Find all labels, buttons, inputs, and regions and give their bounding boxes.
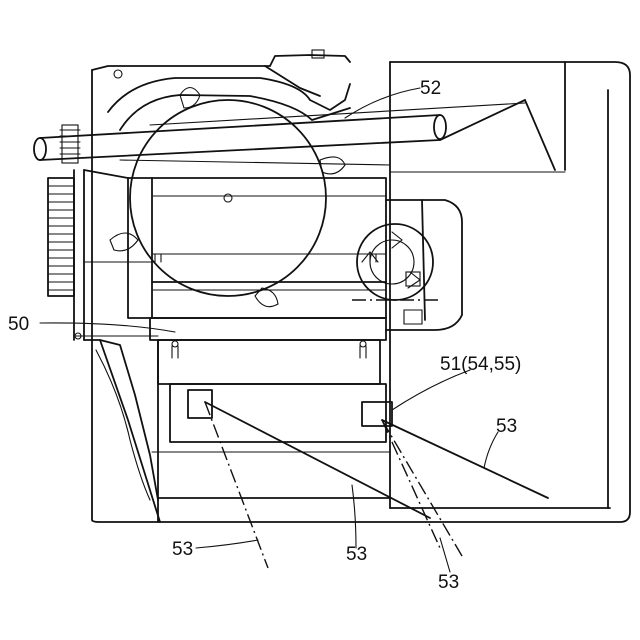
top-duct <box>108 50 350 130</box>
label-53-left: 53 <box>172 539 193 560</box>
label-50: 50 <box>8 314 29 335</box>
label-53-center: 53 <box>346 544 367 565</box>
label-51: 51(54,55) <box>440 354 521 375</box>
lower-chamber <box>150 318 390 522</box>
small-fan <box>352 200 462 330</box>
label-52: 52 <box>420 78 441 99</box>
label-53-right: 53 <box>496 416 517 437</box>
drive-belt <box>34 100 555 170</box>
label-53-bottom: 53 <box>438 572 459 593</box>
left-chute <box>75 333 160 522</box>
